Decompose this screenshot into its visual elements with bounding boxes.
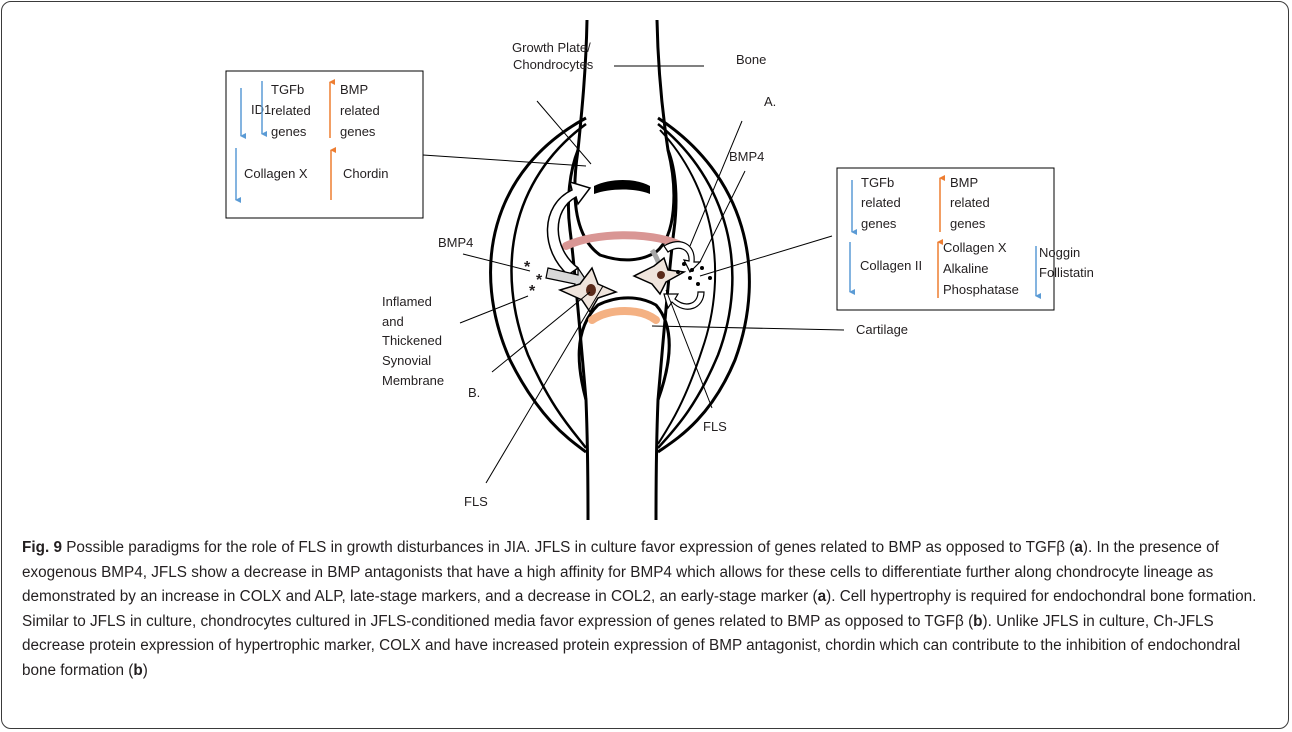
left-box-chordin: Chordin (343, 166, 389, 181)
right-box-bmp-2: related (950, 195, 990, 210)
caption-text-1: Possible paradigms for the role of FLS i… (62, 539, 1074, 556)
label-bone: Bone (736, 52, 766, 67)
right-box-follistatin: Follistatin (1039, 265, 1094, 280)
joint-diagram: * * * Growth Plate/ Chondrocytes Bone A.… (0, 0, 1292, 535)
right-box-tgfb-3: genes (861, 216, 897, 231)
caption-text-5: ) (143, 662, 148, 679)
left-box-tgfb-3: genes (271, 124, 307, 139)
left-box-bmp-3: genes (340, 124, 376, 139)
label-growth-plate-1: Growth Plate/ (512, 40, 591, 55)
lower-cartilage (592, 311, 656, 320)
right-box-up-1: Collagen X (943, 240, 1007, 255)
right-box-tgfb-1: TGFb (861, 175, 894, 190)
right-info-box: TGFb related genes BMP related genes Col… (837, 168, 1094, 310)
left-box-id1: ID1 (251, 102, 271, 117)
right-box-collagen-ii: Collagen II (860, 258, 922, 273)
left-box-tgfb-1: TGFb (271, 82, 304, 97)
svg-text:*: * (536, 272, 543, 289)
left-box-collagen-x: Collagen X (244, 166, 308, 181)
svg-text:*: * (529, 283, 536, 300)
leader-lines (423, 66, 844, 483)
label-growth-plate-2: Chondrocytes (513, 57, 594, 72)
upper-bone-end (575, 150, 674, 260)
caption-ref-3: b (973, 613, 982, 630)
label-bmp4-right: BMP4 (729, 149, 764, 164)
left-box-bmp-2: related (340, 103, 380, 118)
caption-ref-2: a (818, 588, 827, 605)
right-box-tgfb-2: related (861, 195, 901, 210)
caption-ref-4: b (133, 662, 142, 679)
bmp4-asterisks: * * * (524, 259, 543, 300)
fls-cell-right (634, 258, 684, 294)
growth-plate (594, 180, 650, 194)
right-box-bmp-3: genes (950, 216, 986, 231)
label-synovial-3: Thickened (382, 333, 442, 348)
label-synovial-5: Membrane (382, 373, 444, 388)
right-box-bmp-1: BMP (950, 175, 978, 190)
right-box-up-3: Phosphatase (943, 282, 1019, 297)
left-box-tgfb-2: related (271, 103, 311, 118)
label-b-marker: B. (468, 385, 480, 400)
label-synovial-2: and (382, 314, 404, 329)
figure-caption: Fig. 9 Possible paradigms for the role o… (22, 536, 1272, 683)
label-cartilage: Cartilage (856, 322, 908, 337)
svg-text:*: * (524, 259, 531, 276)
label-bmp4-left: BMP4 (438, 235, 473, 250)
caption-figure-label: Fig. 9 (22, 539, 62, 556)
left-info-box: ID1 TGFb related genes BMP related genes… (226, 71, 423, 218)
label-fls-bottom: FLS (464, 494, 488, 509)
right-box-noggin: Noggin (1039, 245, 1080, 260)
label-fls-right: FLS (703, 419, 727, 434)
label-synovial-4: Synovial (382, 353, 431, 368)
right-box-up-2: Alkaline (943, 261, 989, 276)
label-synovial-1: Inflamed (382, 294, 432, 309)
label-a-marker: A. (764, 94, 776, 109)
caption-ref-1: a (1074, 539, 1083, 556)
left-box-bmp-1: BMP (340, 82, 368, 97)
